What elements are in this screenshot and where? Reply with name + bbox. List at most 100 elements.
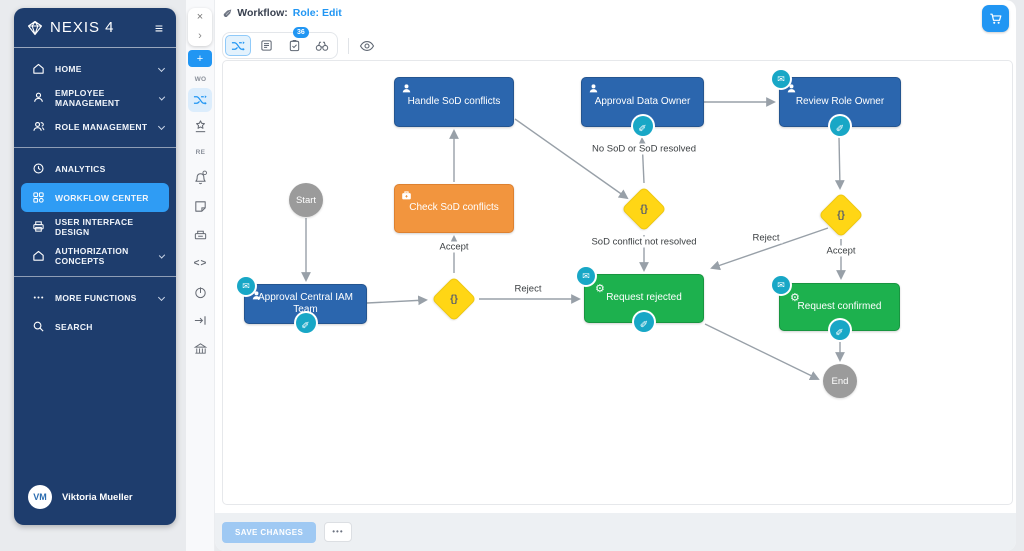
node-label: Review Role Owner [795,95,885,107]
rail-label-report: RE [195,149,206,156]
gear-icon: ⚙ [595,283,605,295]
node-end[interactable]: End [823,364,857,398]
clock-icon [33,163,44,174]
save-changes-button[interactable]: SAVE CHANGES [222,521,317,543]
edge-label-no-sod: No SoD or SoD resolved [588,143,700,155]
condition-glyph: {} [640,203,648,215]
bell-clock-icon[interactable] [186,170,215,185]
sidebar-item-label: USER INTERFACE DESIGN [55,216,134,237]
node-request-rejected[interactable]: ✉ ⚙ Request rejected ✎ [577,267,704,332]
binoculars-icon [315,41,329,51]
sidebar-item-analytics[interactable]: ANALYTICS [14,154,176,183]
workflow-view-button[interactable] [225,35,251,56]
chevron-down-icon [158,94,166,101]
sidebar-item-label: SEARCH [55,321,93,332]
chevron-right-icon[interactable]: › [198,30,202,42]
pencil-icon: ✎ [835,325,844,336]
email-icon: ✉ [777,73,785,84]
add-button[interactable]: + [188,50,212,67]
workflow-link[interactable]: Role: Edit [292,6,342,19]
pencil-icon: ✎ [639,317,649,328]
node-approval-data-owner[interactable]: Approval Data Owner ✎ [581,77,704,136]
node-label: Approval Central IAM Team [257,291,354,316]
pencil-icon: ✎ [835,121,845,132]
code-icon[interactable]: <> [193,258,208,269]
email-icon: ✉ [242,280,250,291]
cart-icon [989,13,1001,24]
rail-collapse-card: × › [188,8,212,46]
bank-chart-icon[interactable] [186,341,215,356]
node-label: End [831,375,849,387]
sidebar-item-role-management[interactable]: ROLE MANAGEMENT [14,112,176,141]
toolbar-separator [348,37,349,54]
person-icon [787,84,796,93]
edge-label-reject: Reject [511,283,545,295]
sidebar-item-search[interactable]: SEARCH [14,312,176,341]
node-handle-sod-conflicts[interactable]: Handle SoD conflicts [394,77,514,127]
edge-label-accept: Accept [436,241,472,253]
node-start[interactable]: Start [289,183,323,217]
sidebar-item-workflow-center[interactable]: WORKFLOW CENTER [21,183,169,212]
home-icon [33,63,44,74]
tasks-button[interactable]: 36 [281,27,309,56]
shuffle-icon [193,95,207,105]
condition-glyph: {} [450,293,458,305]
sidebar: NEXIS 4 ≡ HOME EMPLOYEE MANAGEMENT ROLE … [14,8,176,525]
chevron-down-icon [157,293,166,302]
email-badge[interactable]: ✉ [577,267,595,285]
main-panel: ✎ Workflow: Role: Edit 36 [215,0,1016,551]
hamburger-menu-icon[interactable]: ≡ [154,19,163,36]
rail-workflow-active[interactable] [188,88,212,112]
node-approval-central-iam-team[interactable]: ✉ Approval Central IAM Team ✎ [237,277,367,333]
pencil-badge[interactable]: ✎ [295,313,316,333]
sidebar-item-user-interface-design[interactable]: USER INTERFACE DESIGN [14,212,176,241]
more-options-button[interactable]: ••• [324,522,352,542]
logo-row[interactable]: NEXIS 4 ≡ [14,8,176,48]
sidebar-item-employee-management[interactable]: EMPLOYEE MANAGEMENT [14,83,176,112]
details-view-button[interactable] [253,35,279,56]
sidebar-item-label: WORKFLOW CENTER [55,192,149,203]
sidebar-item-home[interactable]: HOME [14,54,176,83]
pencil-badge[interactable]: ✎ [632,116,653,136]
chevron-down-icon [157,122,166,131]
cart-button[interactable] [982,5,1009,32]
sidebar-item-label: EMPLOYEE MANAGEMENT [55,87,120,108]
node-check-sod-conflicts[interactable]: Check SoD conflicts [394,184,514,233]
toolbar-group: 36 [222,27,338,59]
sidebar-item-label: ROLE MANAGEMENT [55,121,148,132]
printer-icon [33,221,44,232]
icon-rail: × › + WO RE <> [186,0,215,551]
email-badge[interactable]: ✉ [237,277,255,295]
pencil-badge[interactable]: ✎ [634,312,654,332]
power-dial-icon[interactable] [186,285,215,300]
gear-icon: ⚙ [790,292,800,304]
workflow-canvas[interactable]: Start ✉ Approval Central IAM Team ✎ {} C… [222,60,1013,505]
person-icon [589,84,598,93]
node-request-confirmed[interactable]: ✉ ⚙ Request confirmed ✎ [772,276,900,340]
people-icon [33,121,45,131]
node-label: Start [295,194,317,206]
sidebar-item-more-functions[interactable]: MORE FUNCTIONS [14,283,176,312]
node-review-role-owner[interactable]: ✉ Review Role Owner ✎ [772,70,901,136]
pencil-badge[interactable]: ✎ [830,116,850,136]
user-name: Viktoria Mueller [62,491,133,503]
user-profile[interactable]: VM Viktoria Mueller [14,473,176,525]
close-icon[interactable]: × [196,11,204,23]
preview-eye-button[interactable] [359,40,375,52]
email-badge[interactable]: ✉ [772,276,790,294]
search-icon [33,321,44,332]
node-decision-approval[interactable]: {} [431,276,477,322]
pencil-badge[interactable]: ✎ [829,320,850,340]
find-button[interactable] [309,35,335,56]
email-badge[interactable]: ✉ [772,70,790,88]
star-doc-icon[interactable] [186,119,215,134]
node-decision-sod[interactable]: {} [621,186,667,232]
sidebar-item-authorization-concepts[interactable]: AUTHORIZATION CONCEPTS [14,241,176,270]
workflow-grid-icon [33,192,44,203]
chevron-down-icon [157,64,166,73]
note-icon[interactable] [186,199,215,214]
arrow-to-bar-icon[interactable] [186,313,215,328]
shuffle-icon [231,40,245,51]
scanner-icon[interactable] [186,228,215,243]
node-decision-review[interactable]: {} [818,192,864,238]
